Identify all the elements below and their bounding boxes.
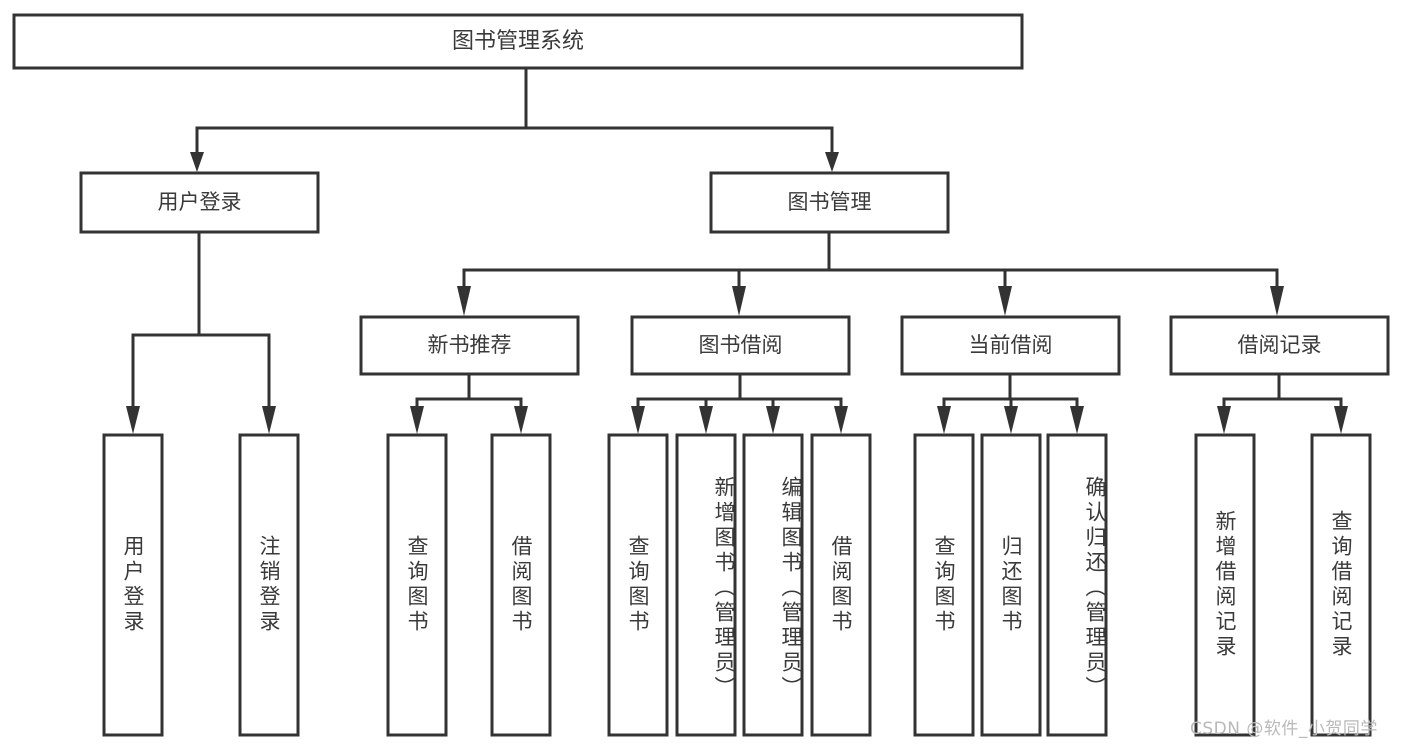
node-leaf-query-book-2[interactable]	[607, 433, 669, 737]
node-leaf-confirm-return[interactable]	[1046, 433, 1108, 737]
node-borrow-record[interactable]	[1169, 315, 1390, 376]
connector-root-stem	[190, 66, 839, 172]
node-user-login[interactable]	[79, 171, 320, 234]
node-leaf-query-book-1[interactable]	[386, 433, 448, 737]
node-leaf-add-record[interactable]	[1194, 433, 1256, 737]
watermark: CSDN @软件_小贺同学	[1190, 719, 1378, 739]
node-leaf-user-logout[interactable]	[238, 433, 300, 737]
connector-borrow-record	[1217, 372, 1348, 434]
node-leaf-query-record[interactable]	[1310, 433, 1372, 737]
node-book-manage[interactable]	[709, 171, 950, 234]
node-leaf-return-book[interactable]	[980, 433, 1042, 737]
node-current-borrow[interactable]	[900, 315, 1121, 376]
connector-user-login	[126, 230, 276, 434]
connector-book-borrow	[631, 372, 848, 434]
node-leaf-borrow-book-1[interactable]	[490, 433, 552, 737]
node-book-borrow[interactable]	[630, 315, 851, 376]
node-leaf-add-book[interactable]	[675, 433, 737, 737]
node-root[interactable]	[12, 13, 1024, 70]
node-new-book-recommend[interactable]	[359, 315, 580, 376]
connector-current-borrow	[937, 372, 1084, 434]
node-leaf-edit-book[interactable]	[742, 433, 804, 737]
node-leaf-query-book-3[interactable]	[913, 433, 975, 737]
node-leaf-borrow-book-2[interactable]	[810, 433, 872, 737]
connector-book-manage	[457, 231, 1284, 316]
node-leaf-user-login[interactable]	[102, 433, 164, 737]
connector-new-book-recommend	[410, 372, 528, 434]
